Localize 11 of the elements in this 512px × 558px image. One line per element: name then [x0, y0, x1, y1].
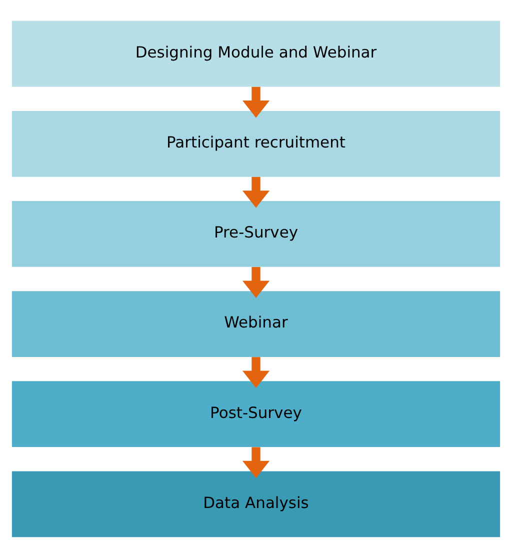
node-box: Pre-Survey	[12, 201, 500, 267]
arrow	[242, 176, 270, 208]
node-box: Webinar	[12, 291, 500, 357]
node-box: Post-Survey	[12, 381, 500, 448]
arrow	[242, 267, 270, 298]
arrow	[242, 86, 270, 118]
arrow	[242, 447, 270, 478]
arrow	[242, 357, 270, 388]
node-box: Designing Module and Webinar	[12, 20, 500, 87]
node-box: Data Analysis	[12, 471, 500, 538]
node-box: Participant recruitment	[12, 110, 500, 177]
